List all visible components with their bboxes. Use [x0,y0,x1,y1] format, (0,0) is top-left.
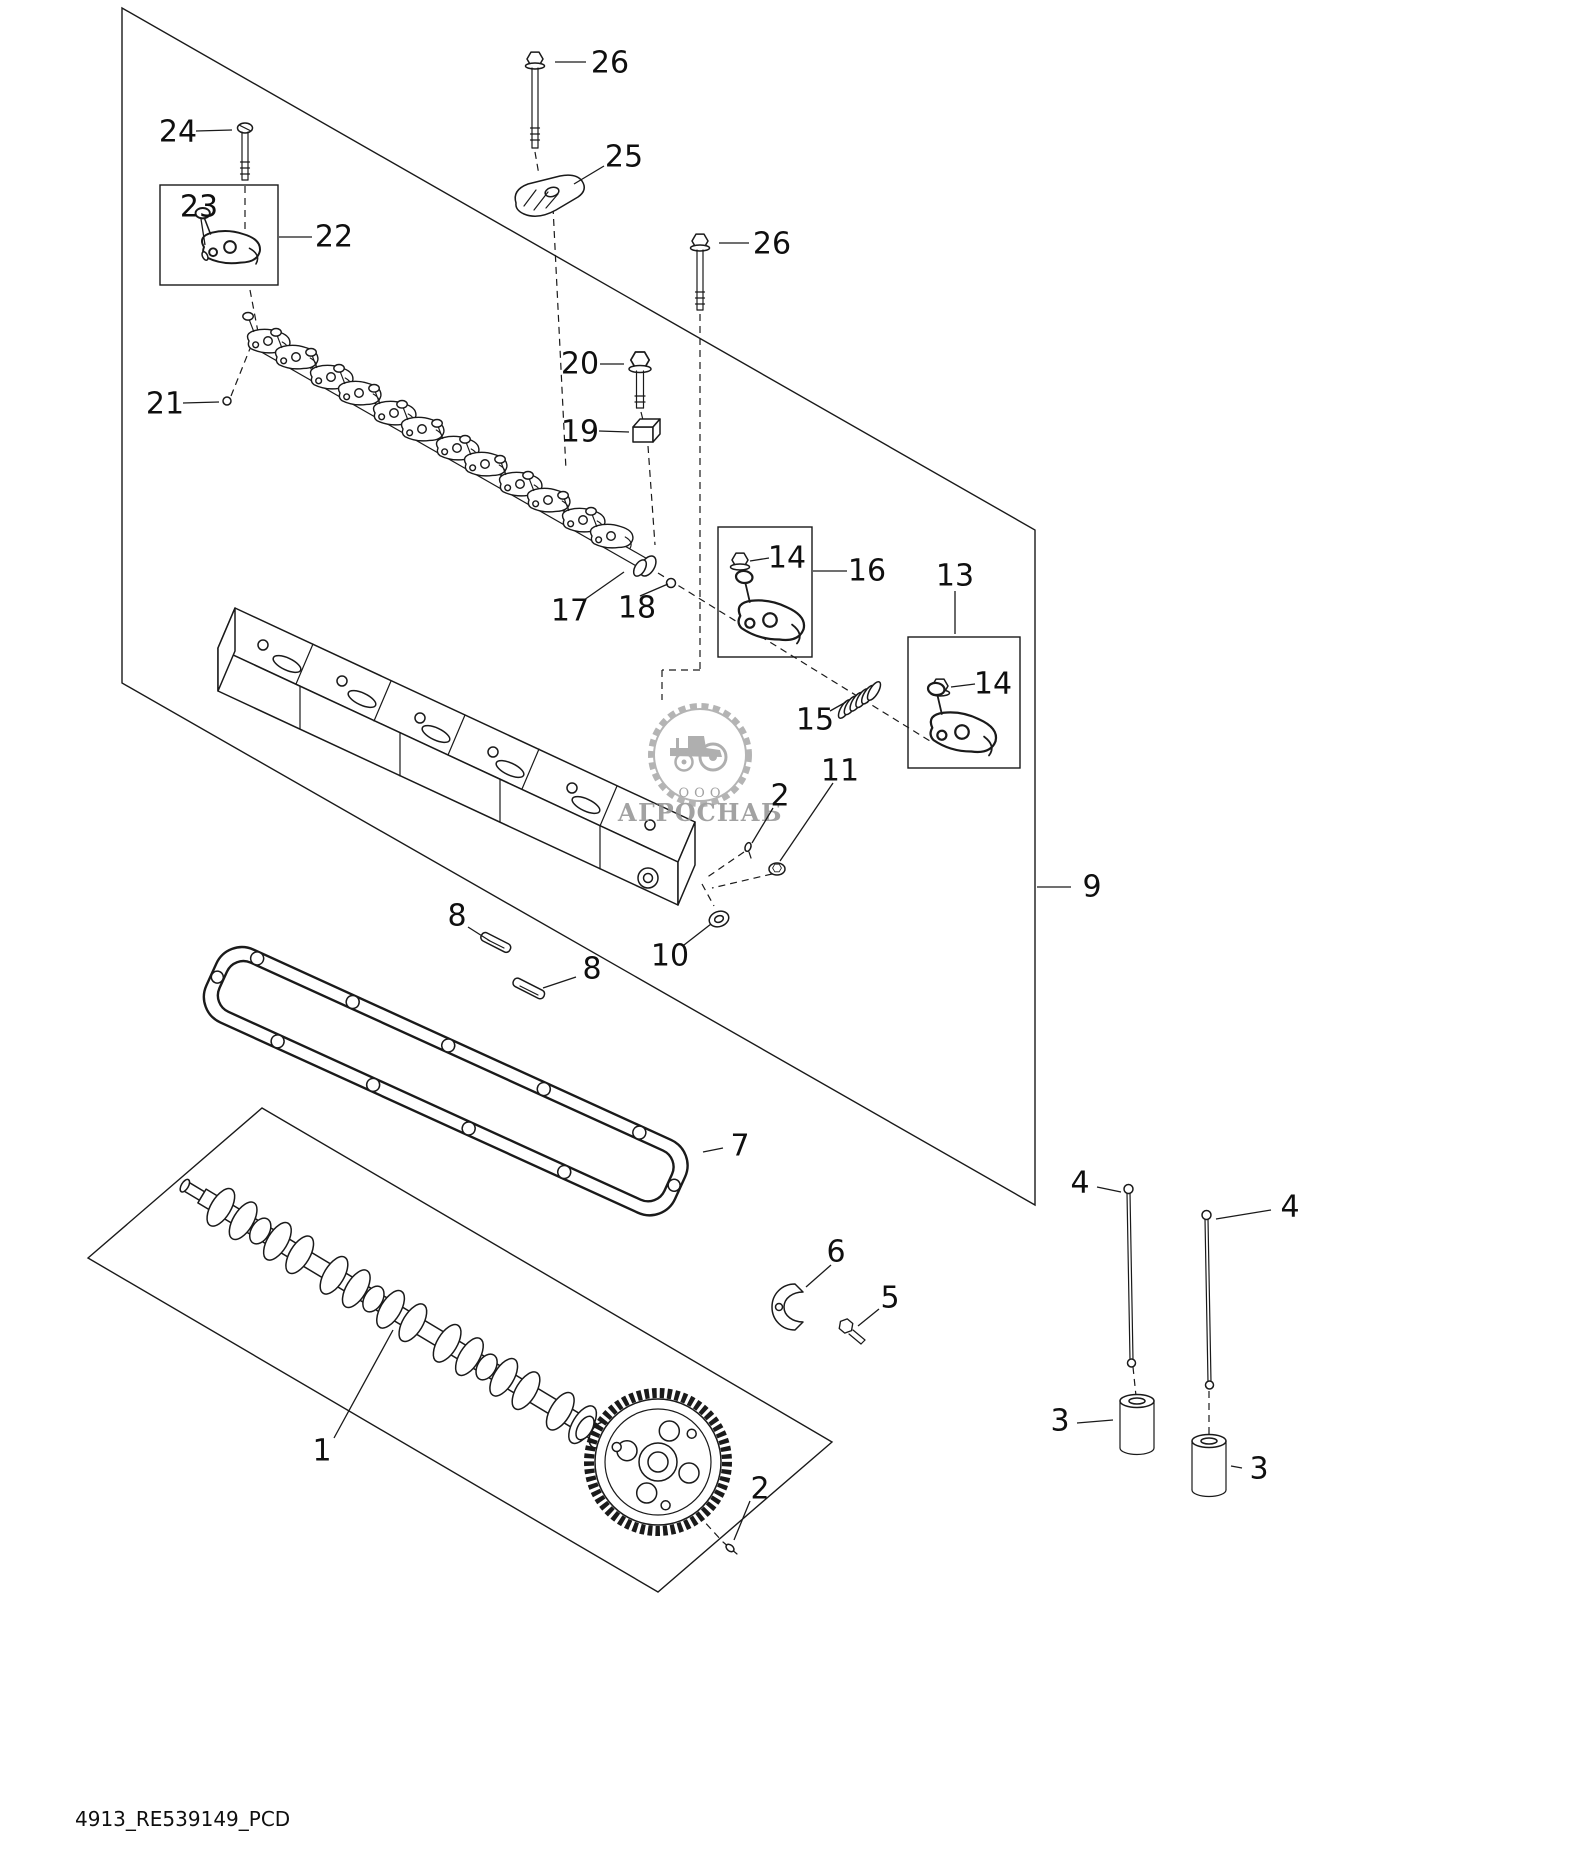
nut-14-top [729,563,751,571]
camshaft-group-outline [86,1107,834,1593]
callout-22: 22 [315,220,353,255]
callout-7: 7 [730,1129,749,1164]
assembly-dashed-lines [230,151,1210,1542]
callout-11: 11 [821,754,859,789]
callout-8-bottom: 8 [582,952,601,987]
callout-2-mid: 2 [770,779,789,814]
callout-3-right: 3 [1249,1452,1268,1487]
camshaft [179,1178,641,1465]
rocker-arm-housing [217,607,696,906]
callout-16: 16 [848,554,886,589]
callout-8-top: 8 [447,899,466,934]
watermark-tractor-icon [670,736,728,772]
callout-3-left: 3 [1050,1404,1069,1439]
callout-6: 6 [826,1235,845,1270]
nut-19 [632,418,661,443]
valve-cover-gasket [202,945,689,1217]
camshaft-gear [584,1388,732,1536]
callout-2-bottom: 2 [750,1472,769,1507]
watermark-org-type: ООО [679,786,726,801]
bolt-20 [628,351,652,409]
callout-labels: 26 24 23 22 25 26 20 19 21 17 18 14 16 1… [146,46,1300,1507]
callout-4-right: 4 [1280,1190,1299,1225]
callout-4-left: 4 [1070,1166,1089,1201]
push-rod-left [1123,1183,1137,1368]
callout-leader-lines [182,61,1272,1541]
callout-26-top: 26 [591,46,629,81]
bolt-26-top [524,51,546,149]
watermark: ООО АГРОСНАБ [618,703,783,827]
callout-15: 15 [796,703,834,738]
clip-8-top [480,931,512,954]
callout-20: 20 [561,347,599,382]
callout-10: 10 [651,939,689,974]
detail-box-13 [907,636,1021,769]
bolt-24 [236,122,254,181]
callout-5: 5 [880,1281,899,1316]
lifter-left [1119,1393,1155,1456]
plug-ball [665,577,677,589]
ball-21 [222,396,232,406]
callout-21: 21 [146,387,184,422]
callout-17: 17 [551,594,589,629]
detail-box-16 [717,526,813,658]
watermark-company-name: АГРОСНАБ [618,798,783,827]
push-rod-right [1201,1209,1215,1390]
callout-13: 13 [936,559,974,594]
callout-24: 24 [159,115,197,150]
detail-box-22 [159,184,279,286]
assembly-plane-outline [121,6,1036,1207]
callout-23: 23 [180,190,218,225]
pin-23 [201,251,209,261]
callout-14-top: 14 [768,541,806,576]
callout-25: 25 [605,140,643,175]
screw-11 [768,862,786,876]
callout-26-right: 26 [753,227,791,262]
callout-9: 9 [1082,870,1101,905]
thrust-plate-6 [771,1283,804,1331]
figure-code: 4913_RE539149_PCD [75,1807,290,1831]
callout-1: 1 [312,1434,331,1469]
callout-19: 19 [561,415,599,450]
shaft-end-plug [632,559,648,577]
spring-15 [837,680,882,720]
bolt-26-right [689,233,711,311]
callout-14-bottom: 14 [974,667,1012,702]
clamp-25 [514,174,585,217]
lifter-right [1191,1433,1227,1498]
bolt-5 [835,1315,866,1345]
clip-8-bottom [512,977,546,1000]
callout-18: 18 [618,591,656,626]
pin-2-bottom [722,1541,738,1555]
washer-10 [708,910,730,928]
pin-2-mid [744,841,752,859]
